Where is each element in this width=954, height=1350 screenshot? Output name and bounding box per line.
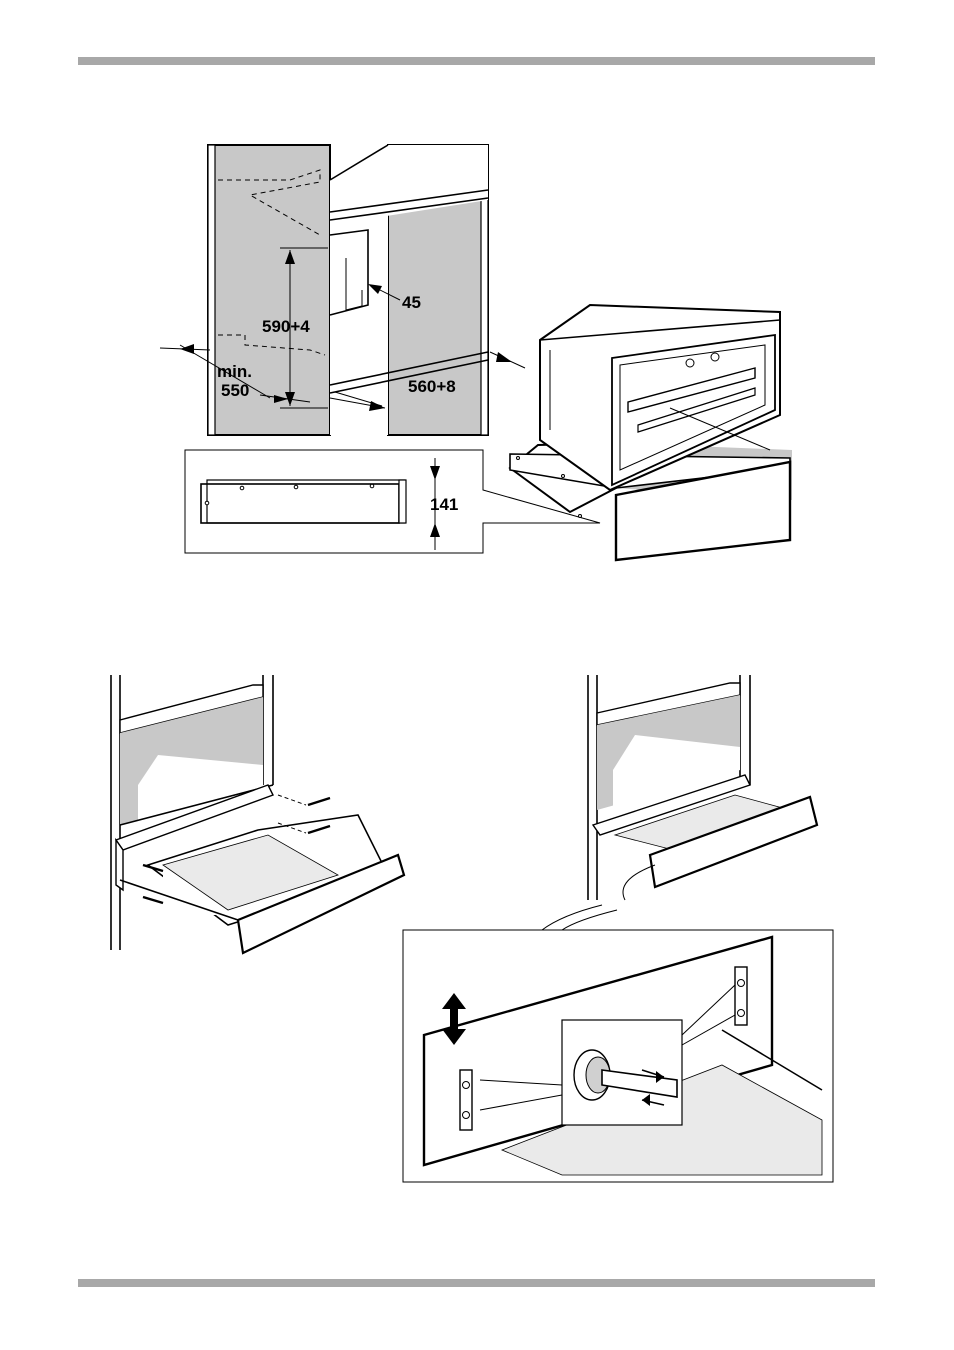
drawer-mounting-figure [108, 675, 408, 955]
top-rule [78, 57, 875, 65]
drawer-installed-figure [585, 675, 825, 905]
niche-height-label: 590+4 [262, 317, 310, 336]
installation-dimensions-figure: 45 590+4 min. 550 560+8 141 [150, 140, 820, 570]
front-adjustment-detail-figure [402, 905, 842, 1185]
rear-gap-label: 45 [402, 293, 421, 312]
drawer-height-label: 141 [430, 495, 458, 514]
bottom-rule [78, 1279, 875, 1287]
niche-width-label: 560+8 [408, 377, 456, 396]
niche-depth-min-label: min. [217, 362, 252, 381]
niche-depth-value-label: 550 [221, 381, 249, 400]
